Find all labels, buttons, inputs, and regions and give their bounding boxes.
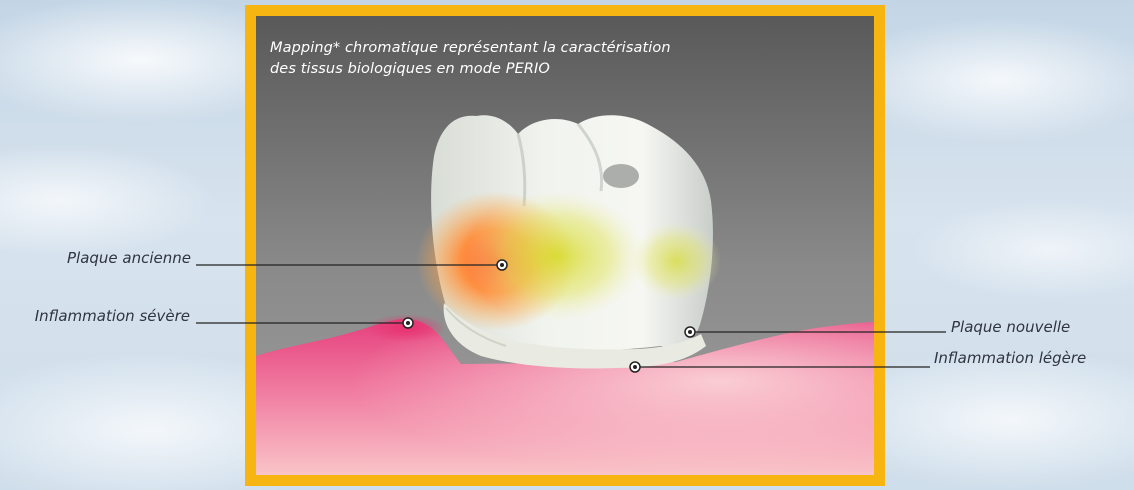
label-inflammation-severe: Inflammation sévère [35, 307, 190, 325]
tooth-illustration [256, 16, 874, 475]
caption-line-2: des tissus biologiques en mode PERIO [270, 59, 671, 80]
caption-line-1: Mapping* chromatique représentant la car… [270, 38, 671, 59]
label-inflammation-legere: Inflammation légère [934, 349, 1086, 367]
illustration-frame: Mapping* chromatique représentant la car… [245, 5, 885, 486]
label-plaque-ancienne: Plaque ancienne [67, 249, 191, 267]
label-plaque-nouvelle: Plaque nouvelle [951, 318, 1070, 336]
illustration-caption: Mapping* chromatique représentant la car… [270, 38, 671, 80]
